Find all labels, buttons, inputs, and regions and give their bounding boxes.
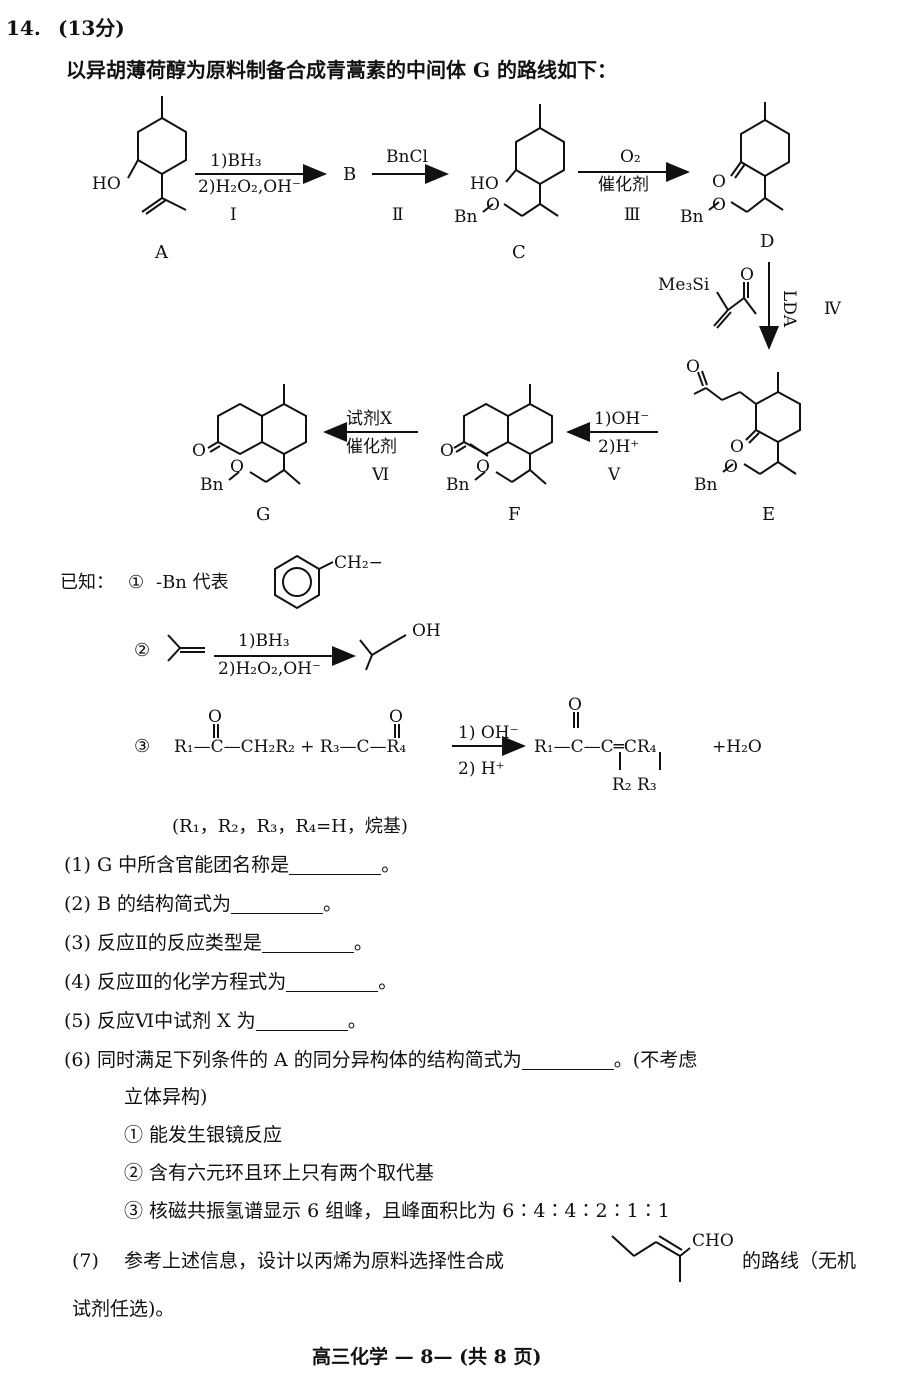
reagent-iv-me3si: Me₃Si <box>658 275 710 295</box>
e-o-label-1: O <box>686 357 700 377</box>
compound-d-label: D <box>760 231 774 252</box>
compound-e-structure <box>693 370 801 475</box>
question-6-line2: 立体异构) <box>124 1086 208 1108</box>
condition-6-1: ① 能发生银镜反应 <box>124 1124 283 1146</box>
question-2: (2) B 的结构简式为。 <box>64 893 342 915</box>
known-2-bottom: 2)H₂O₂,OH⁻ <box>218 659 321 679</box>
compound-f-structure <box>453 384 553 485</box>
reagent-iv-o: O <box>740 265 754 285</box>
question-4: (4) 反应Ⅲ的化学方程式为。 <box>64 971 398 993</box>
d-bn-label: Bn <box>680 207 703 227</box>
a-ho-label: HO <box>92 174 121 194</box>
known-3-cond-bottom: 2) H⁺ <box>458 759 505 779</box>
step-5-bottom: 2)H⁺ <box>598 437 639 457</box>
known-2-num: ② <box>134 640 150 661</box>
question-7-num: (7) <box>72 1250 99 1272</box>
compound-f-label: F <box>508 504 521 525</box>
step-3-top: O₂ <box>620 147 641 167</box>
compound-a-label: A <box>154 242 169 263</box>
step-1-top: 1)BH₃ <box>210 151 262 171</box>
c-bn-label: Bn <box>454 207 477 227</box>
e-o-label-2: O <box>730 437 744 457</box>
step-5-top: 1)OH⁻ <box>594 409 649 429</box>
known-3-product-subs: R₂ R₃ <box>612 775 657 795</box>
step-2-roman: Ⅱ <box>392 205 404 225</box>
answer-blank-1[interactable] <box>289 858 382 875</box>
question-1: (1) G 中所含官能团名称是。 <box>64 854 401 876</box>
c-ho-label: HO <box>470 174 499 194</box>
question-points: (13分) <box>58 16 125 40</box>
step-1-bottom: 2)H₂O₂,OH⁻ <box>198 177 301 197</box>
d-o2-label: O <box>712 195 726 215</box>
reagent-iv-structure <box>713 282 757 329</box>
compound-e-label: E <box>762 504 775 525</box>
known-3-o1: O <box>208 707 222 727</box>
compound-b-label: B <box>343 164 356 185</box>
e-o-label-3: O <box>724 457 738 477</box>
page-footer: 高三化学 — 8— (共 8 页) <box>312 1346 542 1368</box>
known-3-cond-top: 1) OH⁻ <box>458 723 519 743</box>
known-3-product: R₁—C—C═CR₄ <box>534 737 657 757</box>
question-intro: 以异胡薄荷醇为原料制备合成青蒿素的中间体 G 的路线如下： <box>66 58 618 82</box>
g-o2-label: O <box>230 457 244 477</box>
f-o2-label: O <box>476 457 490 477</box>
compound-g-structure <box>207 384 307 485</box>
question-7-line2: 试剂任选)。 <box>72 1298 175 1320</box>
compound-c-label: C <box>512 242 526 263</box>
compound-a-structure <box>127 96 187 215</box>
known-1-num: ① <box>128 572 144 593</box>
condition-6-3: ③ 核磁共振氢谱显示 6 组峰，且峰面积比为 6∶4∶4∶2∶1∶1 <box>124 1200 670 1222</box>
compound-d-structure <box>708 102 790 213</box>
f-o-label: O <box>440 441 454 461</box>
known-1-group: CH₂− <box>334 553 383 573</box>
step-6-roman: Ⅵ <box>371 465 389 485</box>
step-6-top: 试剂X <box>346 409 393 429</box>
question-7-after: 的路线（无机 <box>742 1250 857 1272</box>
reaction-scheme: HO A 1)BH₃ 2)H₂O₂,OH⁻ Ⅰ B BnCl Ⅱ HO Bn O… <box>60 96 842 837</box>
g-o-label: O <box>192 441 206 461</box>
known-3-num: ③ <box>134 736 150 757</box>
question-6: (6) 同时满足下列条件的 A 的同分异构体的结构简式为。(不考虑 <box>64 1049 698 1071</box>
g-bn-label: Bn <box>200 475 223 495</box>
known-2-structures <box>167 634 407 671</box>
known-1-text: -Bn 代表 <box>156 572 229 593</box>
answer-blank-6[interactable] <box>521 1053 614 1070</box>
question-number: 14. <box>6 16 41 40</box>
step-4-roman: Ⅳ <box>824 299 842 319</box>
question-5: (5) 反应Ⅵ中试剂 X 为。 <box>64 1010 367 1032</box>
condition-6-2: ② 含有六元环且环上只有两个取代基 <box>124 1162 435 1184</box>
step-1-roman: Ⅰ <box>230 205 237 225</box>
step-6-middle: 催化剂 <box>346 437 397 457</box>
benzyl-structure <box>274 554 334 610</box>
step-2-top: BnCl <box>386 147 428 167</box>
compound-c-structure <box>482 104 565 217</box>
known-3-reactant: R₁—C—CH₂R₂ + R₃—C—R₄ <box>174 737 406 757</box>
answer-blank-3[interactable] <box>261 936 354 953</box>
c-o-label: O <box>486 195 500 215</box>
known-3-o3: O <box>568 695 582 715</box>
answer-blank-2[interactable] <box>230 897 323 914</box>
known-3-structures <box>213 712 661 770</box>
d-o-label: O <box>712 172 726 192</box>
compound-g-label: G <box>256 504 270 525</box>
step-4-reagent: LDA <box>779 290 799 328</box>
known-2-top: 1)BH₃ <box>238 631 290 651</box>
known-3-byproduct: +H₂O <box>712 737 762 757</box>
known-3-note: (R₁，R₂，R₃，R₄=H，烷基) <box>172 816 408 837</box>
known-3-o2: O <box>389 707 403 727</box>
answer-blank-4[interactable] <box>286 975 379 992</box>
f-bn-label: Bn <box>446 475 469 495</box>
e-bn-label: Bn <box>694 475 717 495</box>
question-7-before: 参考上述信息，设计以丙烯为原料选择性合成 <box>124 1250 505 1272</box>
step-3-middle: 催化剂 <box>598 175 649 195</box>
answer-blank-5[interactable] <box>255 1014 348 1031</box>
step-3-roman: Ⅲ <box>624 205 640 225</box>
step-5-roman: Ⅴ <box>607 465 621 485</box>
known-2-product: OH <box>412 621 441 641</box>
question-7-cho: CHO <box>692 1231 734 1251</box>
question-3: (3) 反应Ⅱ的反应类型是。 <box>64 932 373 954</box>
known-heading: 已知： <box>60 572 114 593</box>
